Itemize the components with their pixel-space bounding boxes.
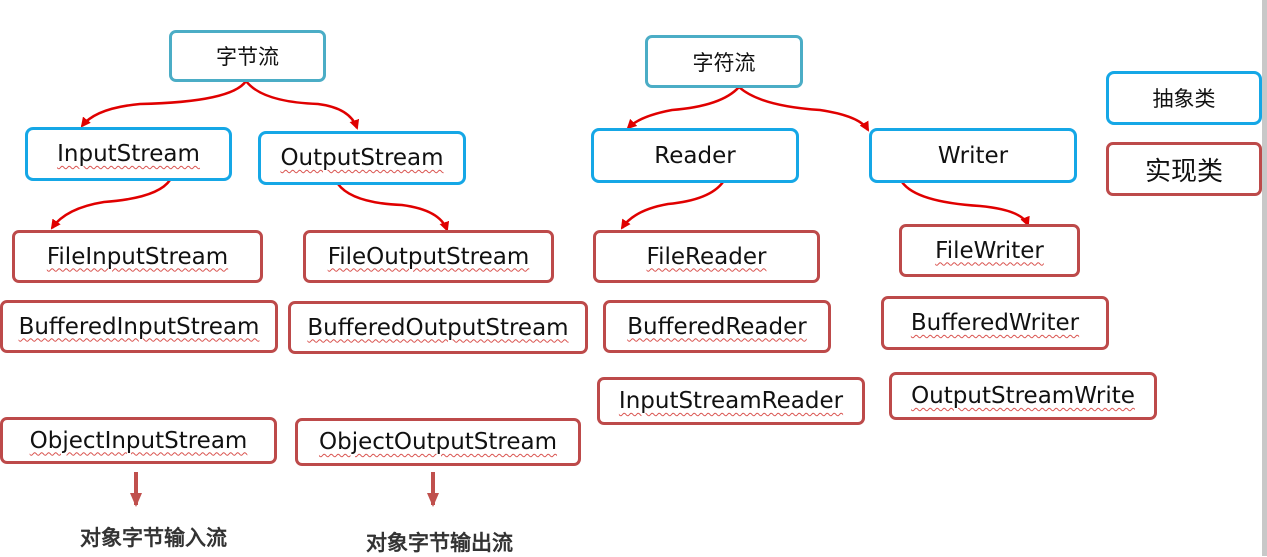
- object-input-caption: 对象字节输入流: [80, 526, 227, 550]
- char-stream-category: 字符流: [645, 35, 803, 88]
- bufferedinputstream-label: BufferedInputStream: [18, 313, 260, 340]
- filewriter-node: FileWriter: [899, 224, 1080, 277]
- writer-label: Writer: [937, 142, 1009, 169]
- outputstream-label: OutputStream: [280, 145, 444, 171]
- fileoutputstream-label: FileOutputStream: [327, 243, 530, 270]
- objectoutputstream-label: ObjectOutputStream: [318, 429, 558, 455]
- byte-stream-category: 字节流: [169, 30, 326, 82]
- arrow-chars-to-reader: [626, 86, 740, 130]
- bufferedinputstream-node: BufferedInputStream: [0, 300, 278, 353]
- legend-abstract-label: 抽象类: [1152, 87, 1216, 111]
- fileinputstream-node: FileInputStream: [12, 230, 263, 283]
- arrow-bytes-to-inputstream: [80, 80, 248, 128]
- inputstreamreader-label: InputStreamReader: [618, 388, 844, 414]
- char-stream-title: 字符流: [692, 50, 756, 75]
- bufferedwriter-node: BufferedWriter: [881, 296, 1109, 350]
- fileoutputstream-node: FileOutputStream: [303, 230, 554, 283]
- bufferedoutputstream-label: BufferedOutputStream: [307, 314, 569, 341]
- object-output-caption: 对象字节输出流: [366, 531, 513, 555]
- arrow-chars-to-writer: [738, 86, 870, 132]
- filewriter-label: FileWriter: [935, 237, 1044, 264]
- legend-concrete-label: 实现类: [1144, 156, 1223, 187]
- objectoutputstream-node: ObjectOutputStream: [295, 418, 581, 466]
- bufferedreader-label: BufferedReader: [627, 313, 807, 340]
- arrow-bytes-to-outputstream: [245, 80, 360, 130]
- arrow-inputstream-to-fileinputstream: [50, 179, 172, 230]
- reader-label: Reader: [654, 142, 736, 169]
- byte-stream-title: 字节流: [216, 45, 279, 69]
- writer-node: Writer: [869, 128, 1077, 183]
- reader-node: Reader: [591, 128, 799, 183]
- arrow-outputstream-to-fileoutputstream: [336, 183, 450, 232]
- objectinputstream-node: ObjectInputStream: [0, 417, 277, 464]
- outputstreamwrite-label: OutputStreamWrite: [911, 383, 1135, 409]
- inputstream-node: InputStream: [25, 127, 232, 181]
- bufferedoutputstream-node: BufferedOutputStream: [288, 301, 588, 354]
- filereader-label: FileReader: [646, 243, 767, 270]
- bufferedwriter-label: BufferedWriter: [910, 310, 1080, 336]
- inputstream-label: InputStream: [57, 141, 200, 167]
- bufferedreader-node: BufferedReader: [603, 300, 831, 353]
- legend-concrete-class: 实现类: [1106, 142, 1262, 196]
- objectinputstream-label: ObjectInputStream: [29, 427, 248, 454]
- arrow-writer-to-filewriter: [900, 181, 1030, 227]
- arrow-reader-to-filereader: [620, 181, 725, 230]
- legend-abstract-class: 抽象类: [1106, 71, 1262, 125]
- fileinputstream-label: FileInputStream: [46, 243, 229, 270]
- outputstream-node: OutputStream: [258, 131, 466, 185]
- filereader-node: FileReader: [593, 230, 820, 283]
- page-edge: [1262, 0, 1267, 556]
- outputstreamwrite-node: OutputStreamWrite: [889, 372, 1157, 420]
- inputstreamreader-node: InputStreamReader: [597, 377, 865, 425]
